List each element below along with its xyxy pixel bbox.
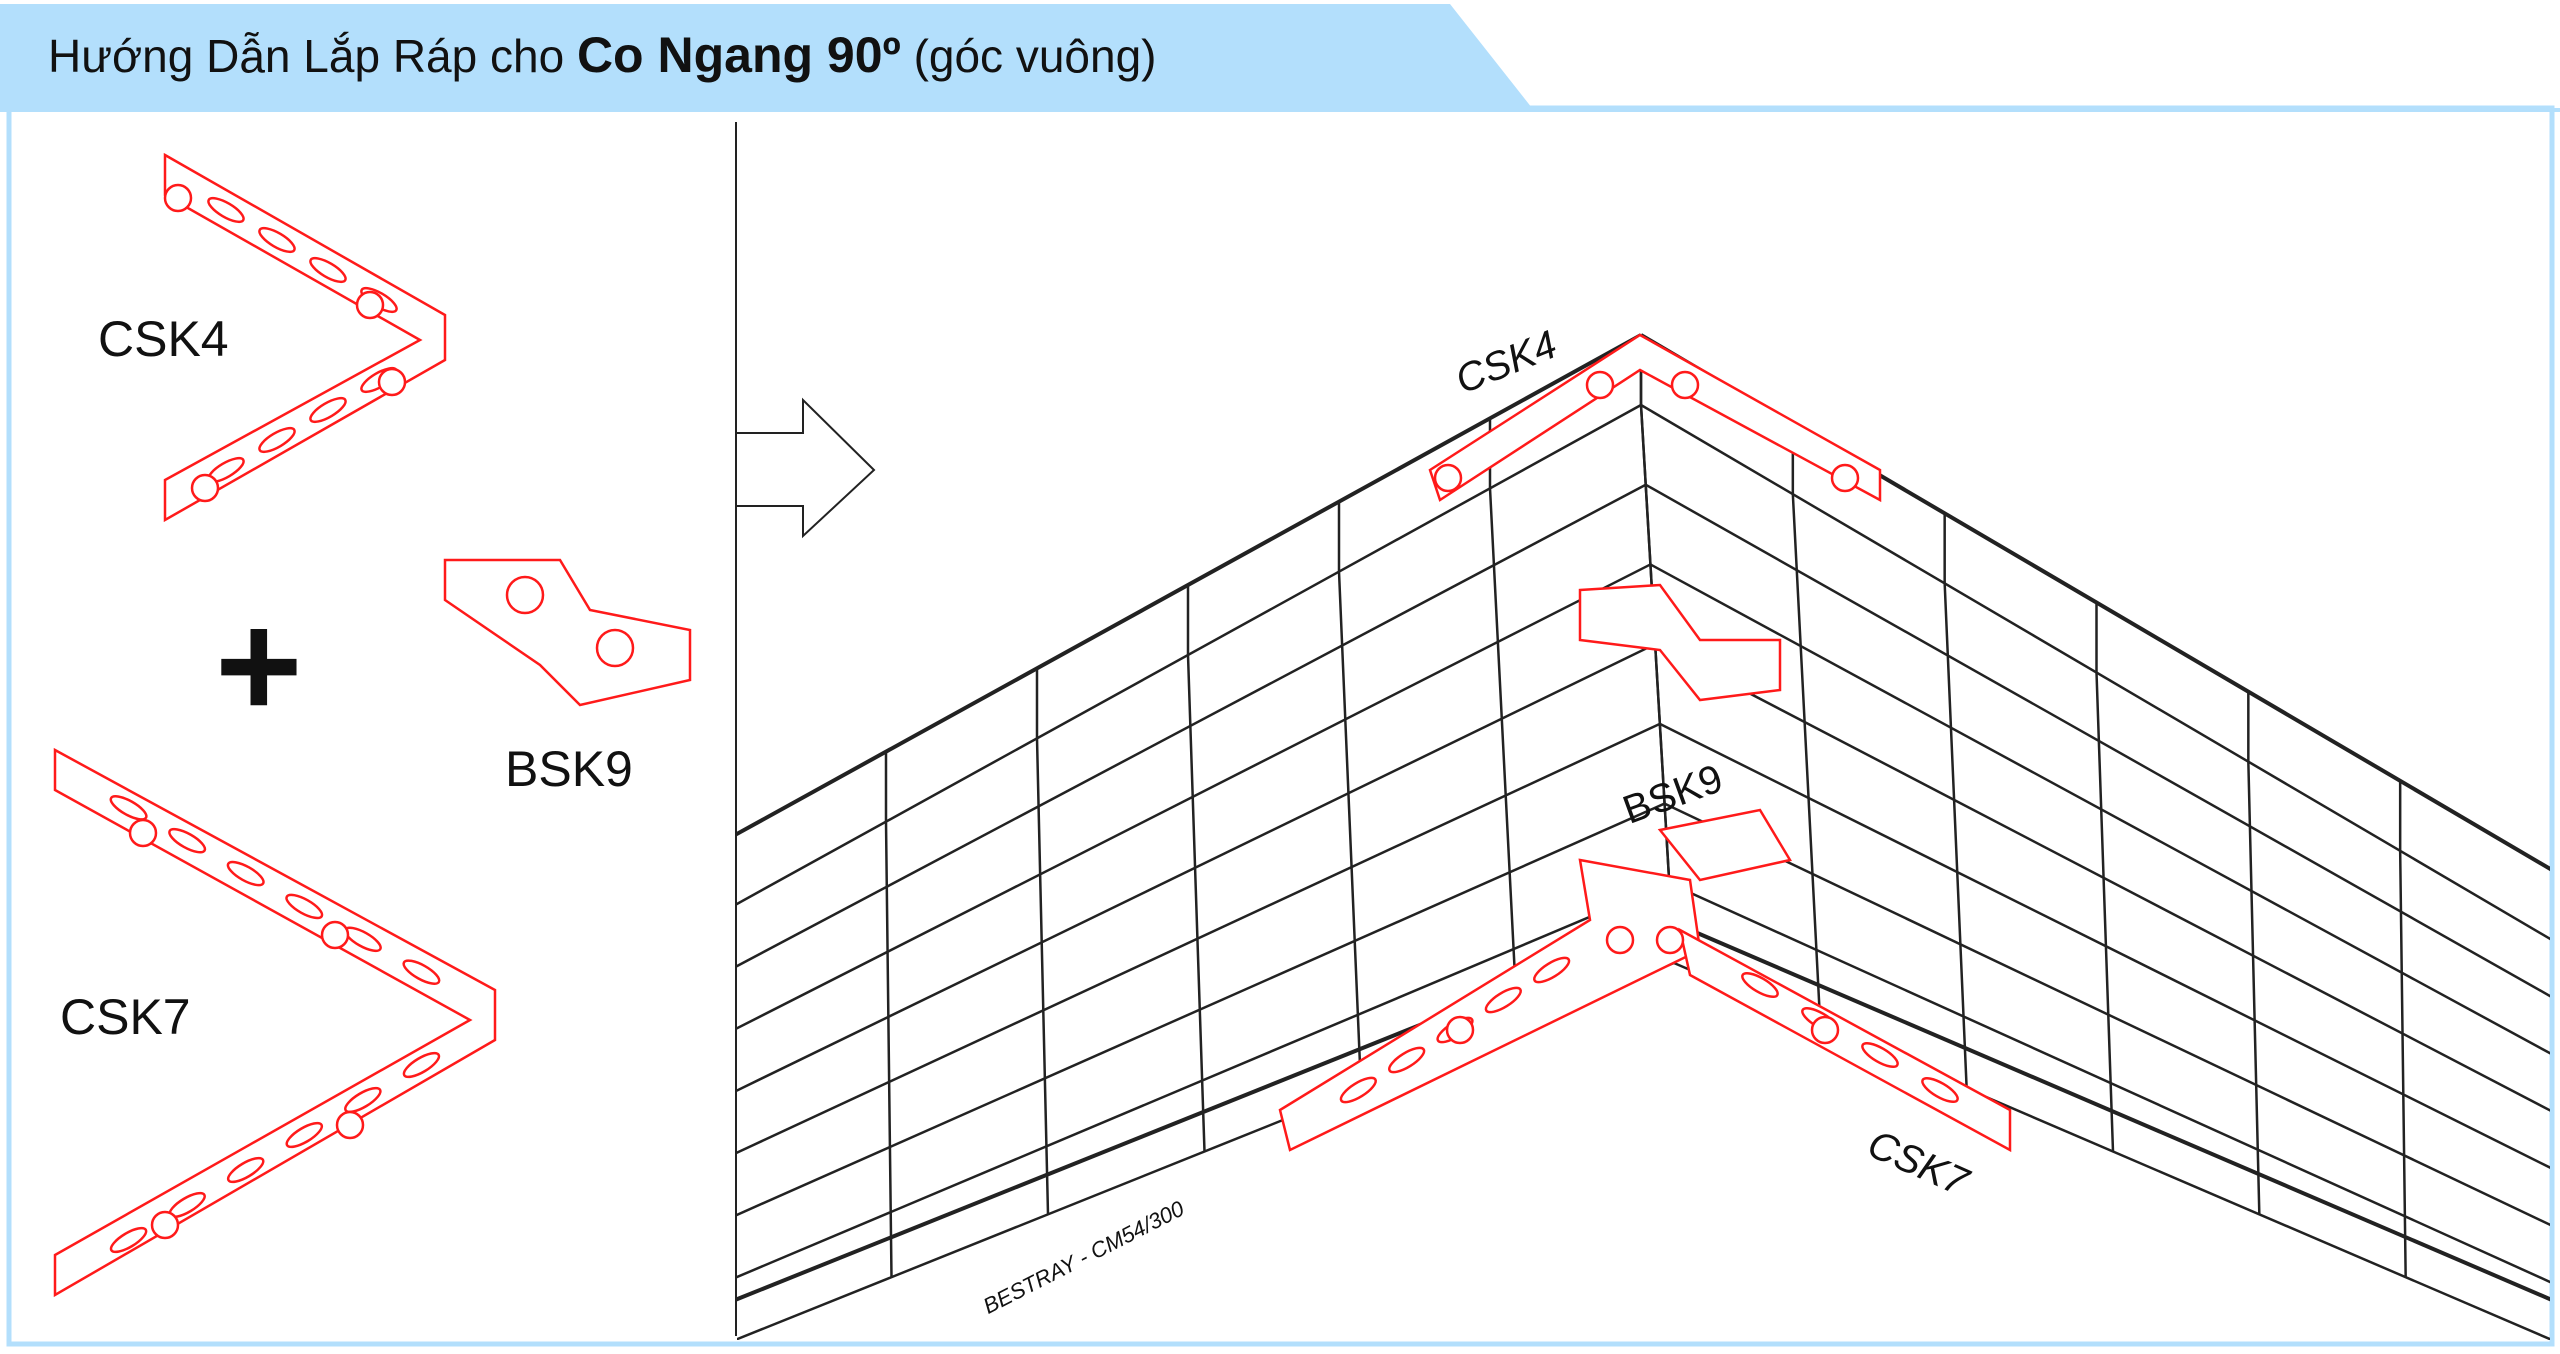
screw-icon: [505, 575, 545, 615]
bolt-icon: [190, 473, 220, 503]
bolt-icon: [355, 290, 385, 320]
slot: [1339, 1076, 1377, 1104]
slot: [309, 396, 347, 424]
arrow-icon: [735, 397, 876, 539]
right-arm-inner-rail: [1673, 921, 2550, 1302]
left-arm-cross-wire: [884, 751, 893, 1278]
slot: [258, 226, 296, 254]
slot: [1533, 956, 1571, 984]
bolt-icon: [1670, 370, 1700, 400]
bolt-icon: [1830, 463, 1860, 493]
wire-tray: [737, 333, 2550, 1340]
slot: [109, 1226, 148, 1254]
part-label-csk4: CSK4: [98, 311, 229, 367]
bsk9-part: [443, 558, 692, 707]
right-arm-cross-wire: [1791, 424, 1822, 1026]
slot: [285, 893, 324, 920]
slot: [344, 1086, 382, 1114]
part-label-bsk9: BSK9: [505, 741, 633, 797]
bolt-icon: [1655, 925, 1685, 955]
bsk9-installed: [1657, 808, 1792, 882]
slot: [402, 1051, 441, 1079]
part-label-csk7: CSK7: [60, 989, 191, 1045]
left-arm-cross-wire: [1035, 668, 1050, 1215]
left-arm-top-rail: [737, 333, 1642, 837]
slot: [109, 795, 148, 821]
bolt-icon: [1433, 463, 1463, 493]
bolt-icon: [128, 818, 158, 848]
bolt-icon: [1605, 925, 1635, 955]
slot: [309, 256, 347, 284]
slot: [207, 196, 245, 224]
right-arm-cross-wire: [2398, 780, 2407, 1278]
bolt-icon: [335, 1110, 365, 1140]
bolt-icon: [1810, 1015, 1840, 1045]
slot: [1921, 1076, 1959, 1104]
slot: [258, 426, 296, 454]
slot: [1861, 1041, 1899, 1069]
slot: [1484, 986, 1522, 1014]
page-title: Hướng Dẫn Lắp Ráp cho Co Ngang 90º (góc …: [48, 27, 1157, 83]
bolt-icon: [1585, 370, 1615, 400]
slot: [1741, 971, 1779, 999]
right-arm-cross-wire: [2095, 602, 2115, 1152]
slot: [285, 1121, 324, 1149]
bsk9-installed: [1578, 583, 1782, 702]
right-arm-cross-wire: [2247, 691, 2261, 1215]
slot: [226, 1156, 265, 1184]
header-band: [0, 4, 2560, 112]
bolt-icon: [163, 183, 193, 213]
right-arm-cross-wire: [1943, 513, 1968, 1089]
left-arm-cross-wire: [1186, 585, 1206, 1152]
accessories: [53, 152, 2012, 1298]
slot: [402, 959, 441, 985]
bolt-icon: [320, 920, 350, 950]
slot: [226, 860, 265, 887]
slot: [1388, 1046, 1426, 1074]
bolt-icon: [1445, 1015, 1475, 1045]
slot: [168, 827, 207, 854]
plus-icon: +: [215, 581, 303, 749]
csk7-part: [53, 747, 497, 1298]
screw-icon: [595, 628, 635, 668]
frame-border: [6, 105, 2555, 1347]
bolt-icon: [150, 1210, 180, 1240]
left-arm-cross-wire: [1337, 501, 1363, 1089]
csk4-installed: [1428, 333, 1882, 503]
bolt-icon: [377, 367, 407, 397]
